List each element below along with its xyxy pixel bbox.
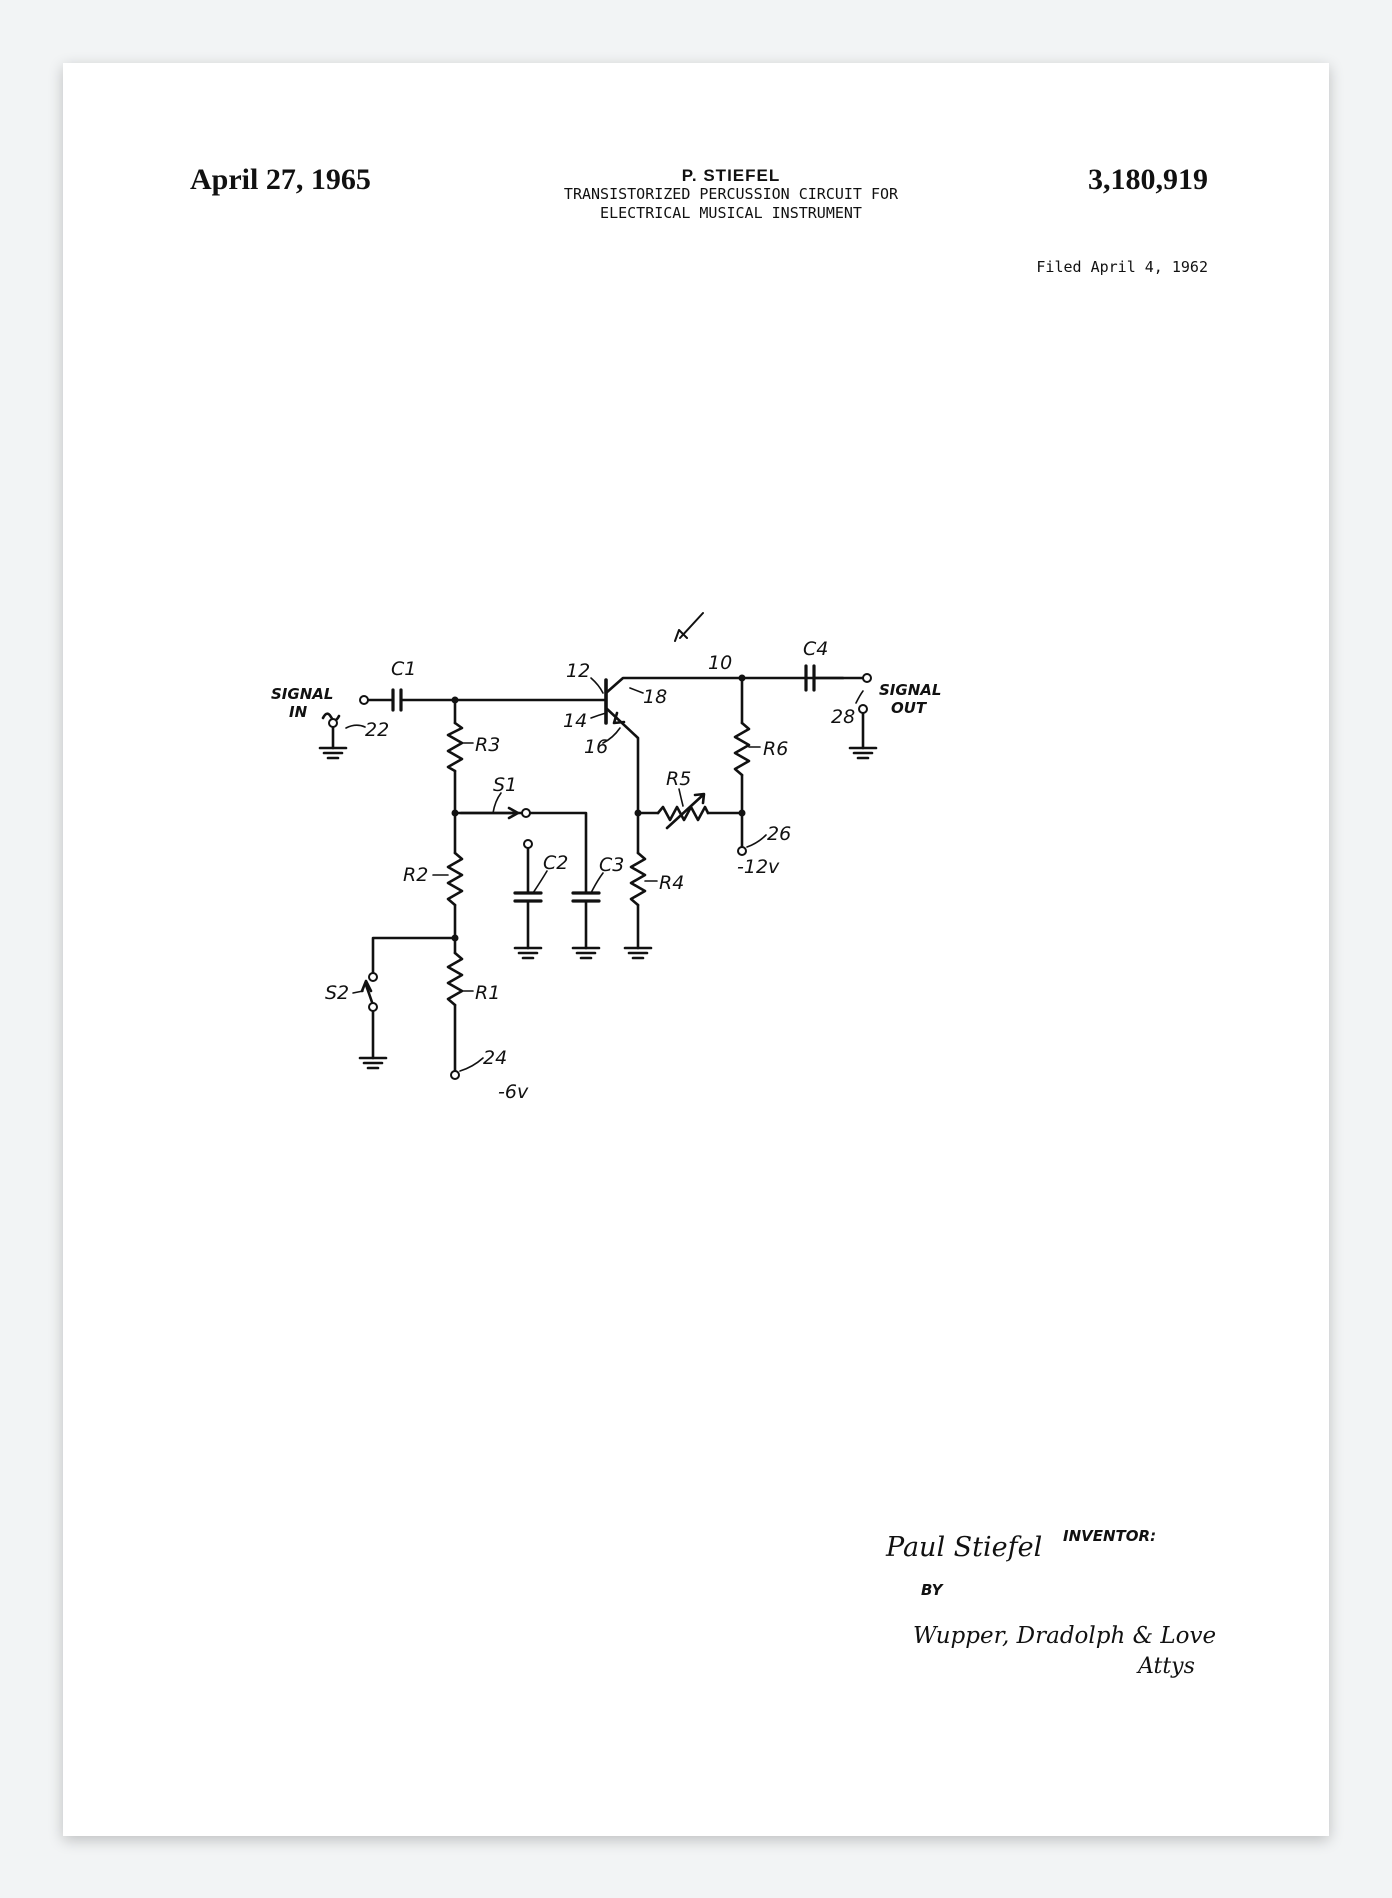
- label-r1: R1: [475, 982, 500, 1004]
- label-ref-28: 28: [831, 706, 855, 728]
- title-line-2: ELECTRICAL MUSICAL INSTRUMENT: [600, 204, 862, 222]
- label-c3: C3: [599, 854, 624, 876]
- terminal-s2-top: [368, 972, 378, 982]
- label-ref-18: 18: [643, 686, 667, 708]
- label-r5: R5: [666, 768, 691, 790]
- resistor-r1: [446, 951, 464, 1007]
- ground-in: [318, 746, 348, 760]
- label-r2: R2: [403, 864, 428, 886]
- junction-emitter-r5: [634, 809, 642, 817]
- label-r3: R3: [475, 734, 500, 756]
- by-label: BY: [921, 1581, 945, 1599]
- resistor-r6: [733, 721, 751, 777]
- patent-date: April 27, 1965: [190, 163, 371, 196]
- label-r6: R6: [763, 738, 788, 760]
- junction-r5-r6: [738, 809, 746, 817]
- potentiometer-r5-arrow: [665, 792, 706, 830]
- leader-24: [459, 1057, 484, 1072]
- transistor-collector: [604, 676, 845, 695]
- circuit-schematic: SIGNAL IN SIGNAL OUT 10 C1 C4 R3 S1 C2 C…: [271, 612, 1216, 1679]
- label-c2: C2: [543, 852, 568, 874]
- leader-r5: [678, 788, 684, 807]
- resistor-r3: [446, 721, 464, 773]
- label-ref-12: 12: [566, 660, 590, 682]
- patent-title-block: P. STIEFEL TRANSISTORIZED PERCUSSION CIR…: [446, 166, 1016, 223]
- transistor-emitter: [604, 706, 640, 815]
- label-s1: S1: [493, 774, 517, 796]
- leader-26: [746, 834, 767, 848]
- label-v12: -12v: [737, 856, 780, 878]
- attorneys-signature: Wupper, Dradolph & Love: [913, 1623, 1216, 1649]
- label-ref-10: 10: [708, 652, 732, 674]
- terminal-c2-top: [523, 839, 533, 849]
- junction-r3-s1: [451, 809, 459, 817]
- leader-s1: [492, 792, 502, 814]
- junction-collector-r6: [738, 674, 746, 682]
- label-ref-22: 22: [365, 719, 389, 741]
- resistor-r2: [446, 851, 464, 907]
- inventor-signature: Paul Stiefel: [885, 1532, 1042, 1563]
- patent-number: 3,180,919: [1088, 163, 1208, 196]
- signal-out-label-2: OUT: [891, 699, 928, 717]
- label-v6: -6v: [498, 1081, 529, 1103]
- ground-out: [848, 746, 878, 760]
- leader-16: [602, 727, 621, 744]
- switch-s2-arrow: [360, 979, 373, 993]
- potentiometer-r5: [656, 805, 710, 822]
- leader-ref10-arrow: [674, 629, 688, 642]
- terminal-s2-bottom: [368, 1002, 378, 1012]
- label-s2: S2: [325, 982, 349, 1004]
- leader-c3: [590, 872, 604, 894]
- signal-out-label-1: SIGNAL: [879, 681, 941, 699]
- terminal-s1-contact: [521, 808, 531, 818]
- ground-c2: [513, 946, 543, 960]
- wire-s1-c3: [528, 811, 588, 895]
- terminal-26: [737, 846, 747, 856]
- leader-18: [629, 687, 644, 694]
- switch-s1-arrow: [507, 806, 520, 820]
- terminal-24: [450, 1070, 460, 1080]
- signal-in-label-2: IN: [289, 703, 308, 721]
- filed-date: Filed April 4, 1962: [1036, 258, 1208, 276]
- ground-r4: [623, 946, 653, 960]
- transistor-emitter-arrow: [612, 711, 626, 725]
- wire-s2-top: [371, 936, 457, 975]
- patent-sheet: April 27, 1965 P. STIEFEL TRANSISTORIZED…: [63, 63, 1329, 1836]
- terminal-signal-in: [359, 695, 369, 705]
- ground-c3: [571, 946, 601, 960]
- signal-in-symbol: [321, 712, 341, 722]
- terminal-signal-in-gnd: [328, 718, 338, 728]
- leader-22: [345, 724, 366, 729]
- leader-s2: [352, 990, 364, 994]
- label-c4: C4: [803, 638, 828, 660]
- label-ref-14: 14: [563, 710, 587, 732]
- junction-c1-r3: [451, 696, 459, 704]
- leader-c2: [532, 870, 548, 894]
- leader-12: [590, 677, 604, 694]
- inventor-label: INVENTOR:: [1063, 1527, 1156, 1545]
- label-c1: C1: [391, 658, 416, 680]
- leader-14: [590, 712, 607, 719]
- signal-in-label-1: SIGNAL: [271, 685, 333, 703]
- switch-s2-arm: [364, 983, 375, 1007]
- label-ref-24: 24: [483, 1047, 507, 1069]
- terminal-signal-out-gnd: [858, 704, 868, 714]
- ground-s2: [358, 1056, 388, 1070]
- attys-signature: Attys: [1136, 1654, 1195, 1679]
- inventor-name: P. STIEFEL: [681, 166, 781, 185]
- resistor-r4: [629, 851, 647, 907]
- title-line-1: TRANSISTORIZED PERCUSSION CIRCUIT FOR: [563, 185, 899, 203]
- label-ref-16: 16: [584, 736, 608, 758]
- junction-r2-s2: [451, 934, 459, 942]
- label-ref-26: 26: [767, 823, 791, 845]
- label-r4: R4: [659, 872, 684, 894]
- leader-28: [855, 690, 864, 704]
- terminal-signal-out: [862, 673, 872, 683]
